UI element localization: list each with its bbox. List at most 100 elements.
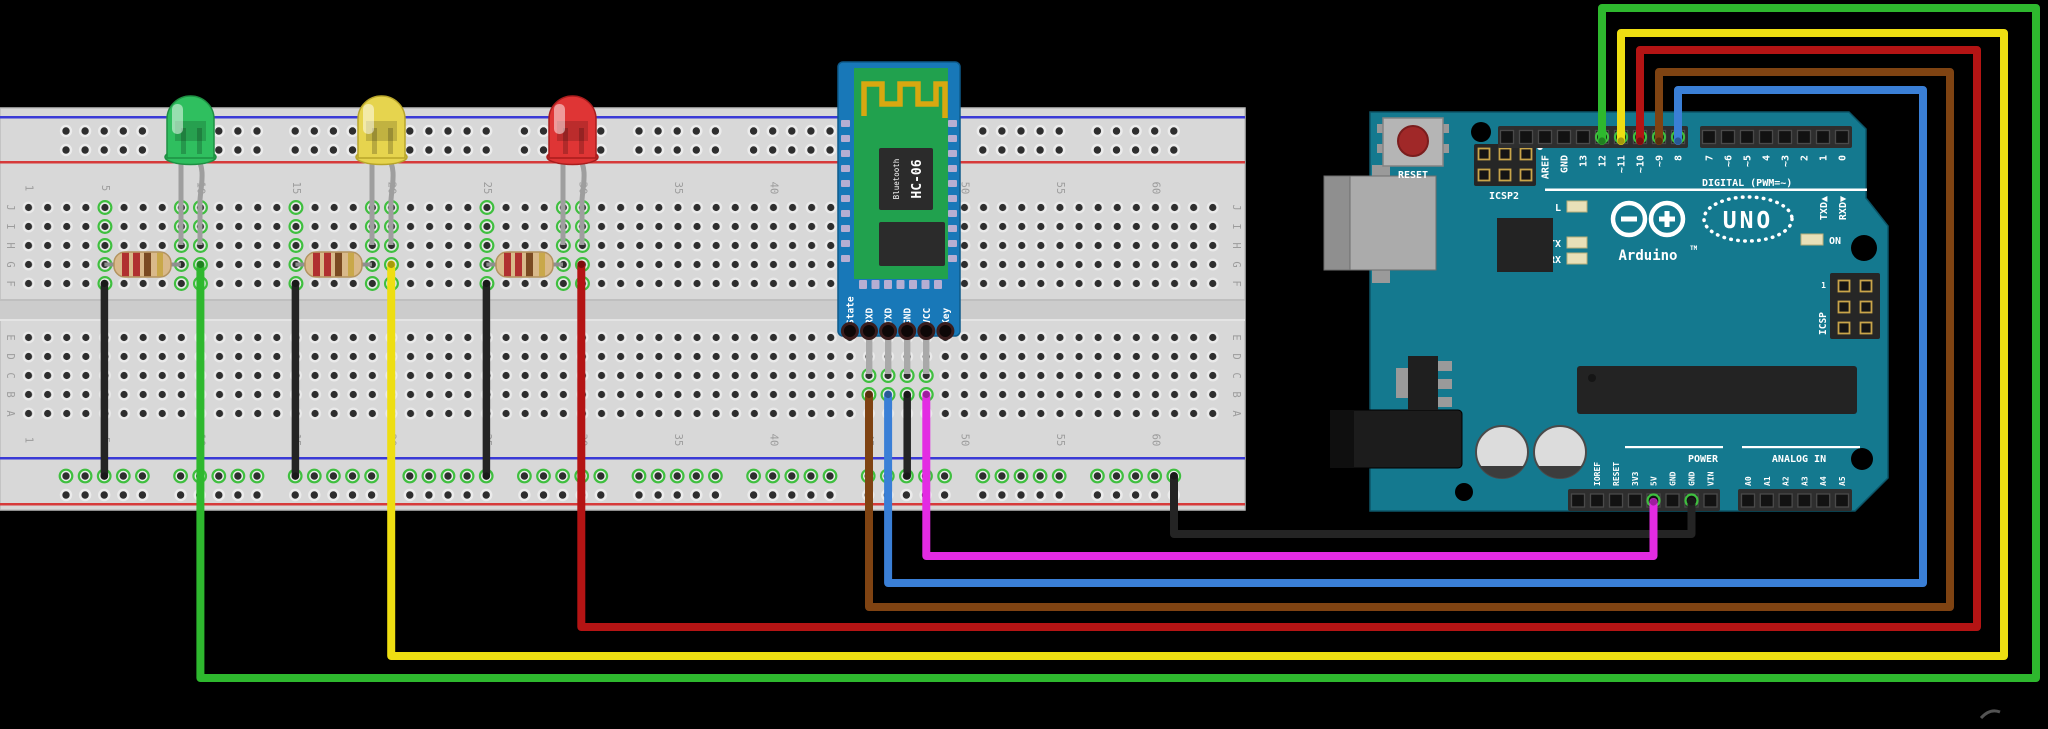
resistor-220[interactable] [486,251,563,278]
icsp-pin[interactable] [1837,300,1851,314]
analog-pin-label: A4 [1819,476,1828,486]
arduino-logo-icon [1610,200,1686,238]
edge-pad [934,280,942,289]
pin-socket[interactable] [1537,129,1553,145]
pin-socket[interactable] [1739,129,1755,145]
chip-notch [1588,374,1596,382]
connection-ring [97,219,113,235]
row-letter: J [4,204,16,210]
red-led[interactable] [546,95,599,245]
pin-socket[interactable] [1556,129,1572,145]
pin-socket[interactable] [1797,493,1812,508]
icsp2-pin[interactable] [1498,168,1512,182]
pin-socket[interactable] [1720,129,1736,145]
resistor-220[interactable] [295,251,372,278]
breadboard-hole [463,146,471,154]
pin-socket[interactable] [1665,493,1680,508]
icsp-pin[interactable] [1859,321,1873,335]
model-label: UNO [1723,208,1774,234]
breadboard-hole [749,491,758,499]
icsp-pin[interactable] [1859,279,1873,293]
pin-hole[interactable] [840,322,859,340]
breadboard-hole [463,491,471,499]
pin-socket[interactable] [1518,129,1534,145]
pin-socket[interactable] [1627,493,1643,508]
icsp-pin[interactable] [1837,279,1851,293]
icsp2-pin[interactable] [1477,168,1491,182]
icsp2-pin[interactable] [1519,168,1533,182]
breadboard-hole [444,127,452,135]
green-led[interactable] [164,95,217,245]
pin-hole[interactable] [936,322,955,340]
row-letter: A [4,410,16,417]
wire-yellow-pin11-yellowled[interactable] [387,29,2008,660]
breadboard-hole [654,472,662,480]
wire-blue-pin8-txd[interactable] [884,86,1927,587]
wire-magenta-5v-vcc[interactable] [922,390,1658,560]
wire-black-arduino-gnd[interactable] [1170,472,1696,538]
breadboard-hole [234,491,242,499]
breadboard-hole [81,127,89,135]
pin-socket[interactable] [1834,129,1850,145]
edge-pad [948,165,957,172]
pin-socket[interactable] [1589,493,1605,508]
connection-ring [364,276,380,292]
wire-end [903,472,911,480]
pin-socket[interactable] [1759,493,1774,508]
wire-end [922,390,930,399]
pin-socket[interactable] [1703,493,1718,508]
module-leg [866,333,873,374]
pin-socket[interactable] [1758,129,1774,145]
breadboard-hole [1093,146,1102,154]
icsp2-pin[interactable] [1519,147,1533,161]
icsp2-pin[interactable] [1477,147,1491,161]
connection-ring [669,468,685,484]
pin-socket[interactable] [1701,129,1717,145]
icsp-pin[interactable] [1837,321,1851,335]
connection-ring [479,200,495,216]
connection-ring [975,468,991,484]
pin-socket[interactable] [1740,493,1756,508]
connection-ring [115,468,131,484]
wire-brown-pin9-rxd[interactable] [865,68,1954,611]
pin-socket[interactable] [1796,129,1812,145]
wire-red-pin10-redled[interactable] [577,46,1981,631]
yellow-led[interactable] [355,95,408,245]
pin-socket[interactable] [1816,493,1831,508]
icsp2-pin[interactable] [1498,147,1512,161]
pin-hole[interactable] [898,322,917,340]
pin-hole[interactable] [879,322,898,340]
connection-ring [765,468,781,484]
pin-hole[interactable] [917,322,936,340]
resistor-220[interactable] [104,251,181,278]
breadboard-hole [329,491,338,499]
breadboard-hole [635,146,643,154]
icsp-pin[interactable] [1859,300,1873,314]
pin-socket[interactable] [1834,493,1850,508]
power-pin-label: GND [1669,471,1678,486]
pin-socket[interactable] [1608,493,1624,508]
pin-socket[interactable] [1778,493,1793,508]
connection-ring [937,468,952,484]
power-caption: POWER [1688,454,1719,465]
uno-oval [1702,195,1794,243]
led-highlight [554,104,565,134]
wire-green-pin12-greenled[interactable] [196,4,2040,682]
reset-leg [1377,144,1383,153]
reset-button[interactable] [1397,125,1429,157]
pin-socket[interactable] [1815,129,1831,145]
pin-hole[interactable] [860,322,878,340]
connection-ring [536,468,551,484]
connection-ring [249,468,265,484]
connection-ring [555,276,571,292]
connection-ring [97,200,113,216]
pin-socket[interactable] [1575,129,1591,145]
pin-socket[interactable] [1570,493,1586,508]
pin-socket[interactable] [1499,129,1515,145]
mounting-hole [1851,448,1873,470]
breadboard-hole [711,127,720,135]
pin-socket[interactable] [1777,129,1793,145]
